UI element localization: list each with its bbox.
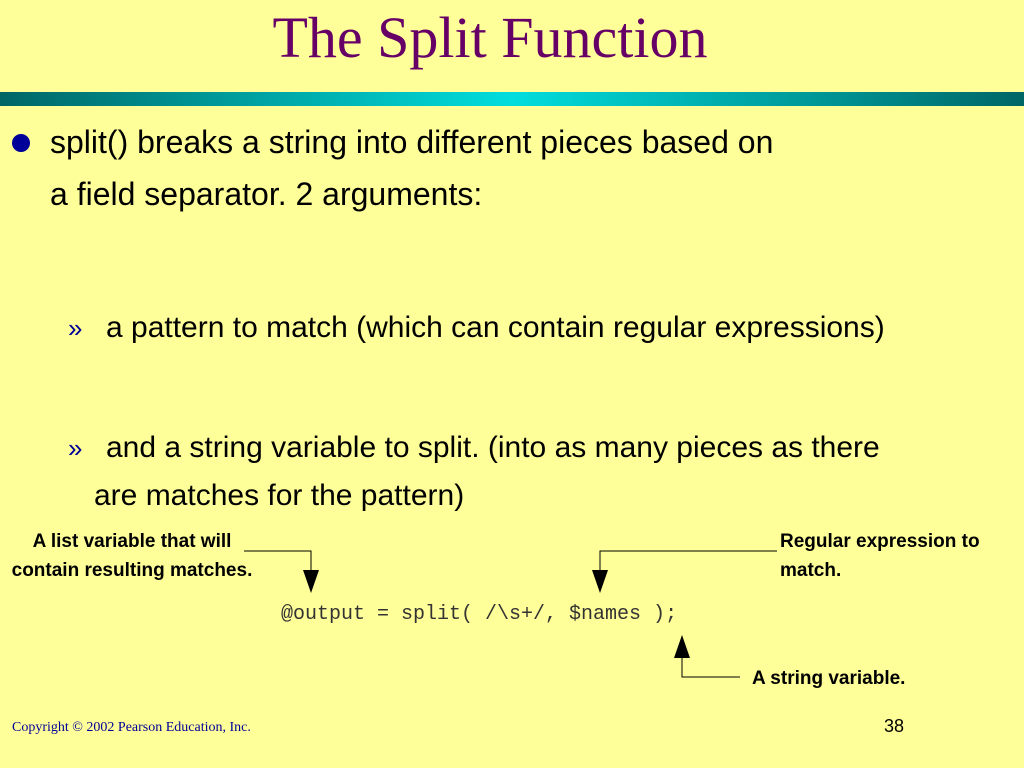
callout-regex: Regular expression to match. — [780, 531, 980, 581]
callout-list-variable: A list variable that will contain result… — [11, 531, 253, 581]
sub-bullet-marker-icon: » — [68, 313, 83, 343]
sub-bullet-pattern: » a pattern to match (which can contain … — [68, 304, 888, 352]
sub-bullet-text: a pattern to match (which can contain re… — [106, 311, 885, 344]
sub-bullet-text: and a string variable to split. (into as… — [94, 431, 880, 512]
arrow-to-regex — [599, 550, 777, 572]
arrow-to-names — [681, 656, 740, 678]
bullet-dot-icon — [12, 134, 30, 152]
arrowhead-down-icon — [592, 570, 608, 593]
sub-bullet-marker-icon: » — [68, 433, 83, 463]
arrowhead-up-icon — [674, 635, 690, 658]
title-rule — [0, 92, 1024, 106]
sub-bullet-string: » and a string variable to split. (into … — [68, 424, 888, 520]
page-number: 38 — [884, 716, 905, 736]
callout-string-variable: A string variable. — [752, 668, 906, 689]
main-bullet-text: split() breaks a string into different p… — [50, 124, 774, 212]
copyright: Copyright © 2002 Pearson Education, Inc. — [12, 720, 251, 735]
code-example: @output = split( /\s+/, $names ); — [281, 603, 678, 626]
main-bullet: split() breaks a string into different p… — [12, 116, 792, 220]
slide-title: The Split Function — [272, 5, 708, 70]
arrowhead-down-icon — [303, 570, 319, 593]
arrow-to-output — [244, 550, 312, 572]
